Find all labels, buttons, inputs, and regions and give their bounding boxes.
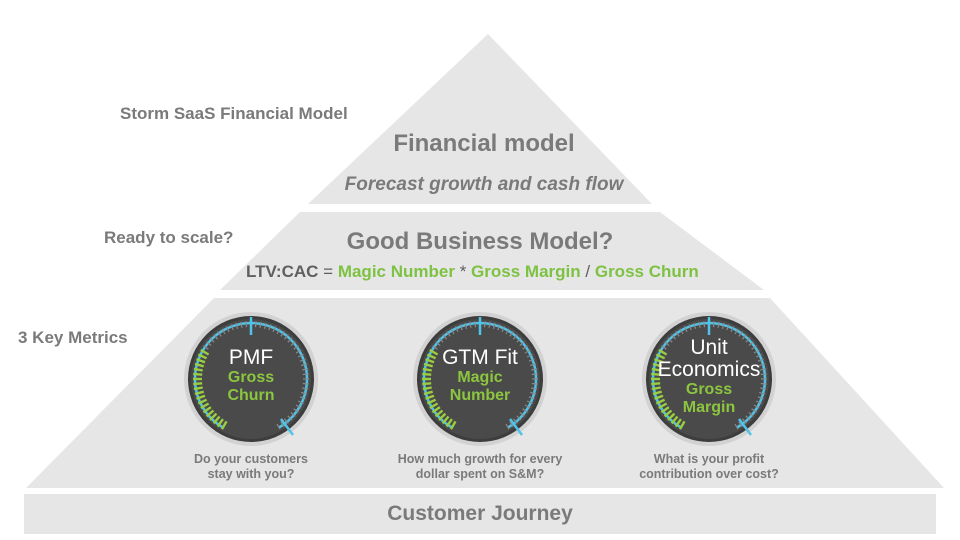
gauge-title: GTM Fit xyxy=(442,346,518,369)
top-side-label: Storm SaaS Financial Model xyxy=(120,104,348,123)
formula: LTV:CAC = Magic Number * Gross Margin / … xyxy=(246,262,716,282)
middle-side-label: Ready to scale? xyxy=(104,228,234,247)
pyramid-base-bar xyxy=(24,494,936,534)
top-tier-title: Financial model xyxy=(393,130,575,157)
formula-gross-margin: Gross Margin xyxy=(471,262,581,281)
metric-question-line: stay with you? xyxy=(207,467,295,481)
formula-divide: / xyxy=(585,262,591,281)
formula-gross-churn: Gross Churn xyxy=(594,262,699,281)
gauge-metric: Margin xyxy=(682,399,736,416)
metric-question-line: What is your profit xyxy=(653,452,765,466)
metric-question-line: contribution over cost? xyxy=(639,467,779,481)
formula-lhs: LTV:CAC xyxy=(246,262,319,281)
middle-tier-title: Good Business Model? xyxy=(346,228,614,255)
bottom-side-label: 3 Key Metrics xyxy=(18,328,128,347)
gauge-metric: Magic xyxy=(457,369,503,386)
top-tier-subtitle: Forecast growth and cash flow xyxy=(344,174,624,195)
gauge-title: Economics xyxy=(657,358,761,381)
gauge-dial-icon xyxy=(642,312,776,446)
gauge-title: Unit xyxy=(690,336,728,359)
metric-question-line: Do your customers xyxy=(194,452,308,466)
gauge-title: PMF xyxy=(228,346,274,369)
customer-journey-label: Customer Journey xyxy=(387,502,573,525)
gauge-dial-icon xyxy=(184,312,318,446)
gauge-metric: Number xyxy=(449,387,511,404)
formula-equals: = xyxy=(323,262,334,281)
formula-magic-number: Magic Number xyxy=(337,262,455,281)
gauge-metric: Churn xyxy=(227,387,275,404)
metric-question-line: How much growth for every xyxy=(397,452,563,466)
gauge-metric: Gross xyxy=(685,381,733,398)
formula-multiply: * xyxy=(459,262,467,281)
gauge-metric: Gross xyxy=(227,369,275,386)
pyramid-tier-middle xyxy=(220,212,764,290)
gauge-dial-icon xyxy=(413,312,547,446)
pyramid-tier-top xyxy=(308,34,652,204)
metric-question-line: dollar spent on S&M? xyxy=(415,467,545,481)
